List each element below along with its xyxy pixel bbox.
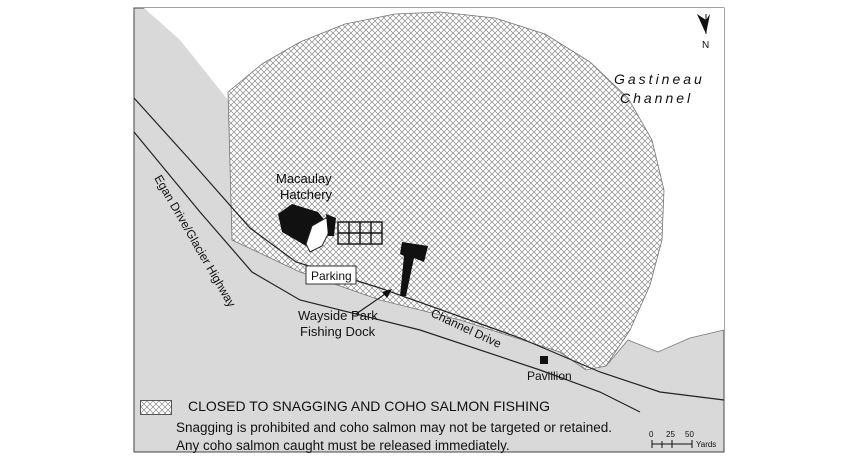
parking-label: Parking: [311, 269, 352, 283]
legend-note: Snagging is prohibited and coho salmon m…: [176, 419, 612, 455]
shoreline: [605, 329, 725, 367]
dock-label-line2: Fishing Dock: [300, 324, 376, 339]
north-arrow-icon: [697, 14, 710, 34]
scale-tick-25: 25: [666, 430, 675, 439]
scale-tick-50: 50: [685, 430, 694, 439]
channel-drive-road: [133, 97, 725, 401]
legend-note-line2: Any coho salmon caught must be released …: [176, 438, 510, 453]
raceways-grid: [337, 221, 383, 245]
hatchery-pipe: [326, 214, 336, 236]
egan-drive-road: [133, 131, 641, 413]
legend-note-line1: Snagging is prohibited and coho salmon m…: [176, 420, 613, 435]
pavilion-label: Pavillion: [527, 369, 572, 383]
scale-unit: Yards: [696, 440, 716, 449]
legend-closed-swatch: [140, 400, 172, 415]
scale-tick-0: 0: [649, 430, 654, 439]
channel-label-line1: Gastineau: [614, 71, 705, 87]
pavilion-building: [540, 356, 548, 364]
hatchery-label-line2: Hatchery: [280, 187, 333, 202]
dock-label-line1: Wayside Park: [298, 308, 378, 323]
scale-bar: 0 25 50 Yards: [649, 430, 716, 449]
hatchery-annex: [305, 217, 335, 253]
dock-pointer-arrow: [355, 289, 392, 315]
parking-area: [305, 265, 357, 285]
north-label: N: [702, 40, 709, 51]
legend-closed-title: CLOSED TO SNAGGING AND COHO SALMON FISHI…: [188, 398, 550, 414]
hatchery-label-line1: Macaulay: [276, 171, 332, 186]
channel-label-line2: Channel: [620, 90, 693, 106]
fishing-dock: [400, 242, 428, 296]
